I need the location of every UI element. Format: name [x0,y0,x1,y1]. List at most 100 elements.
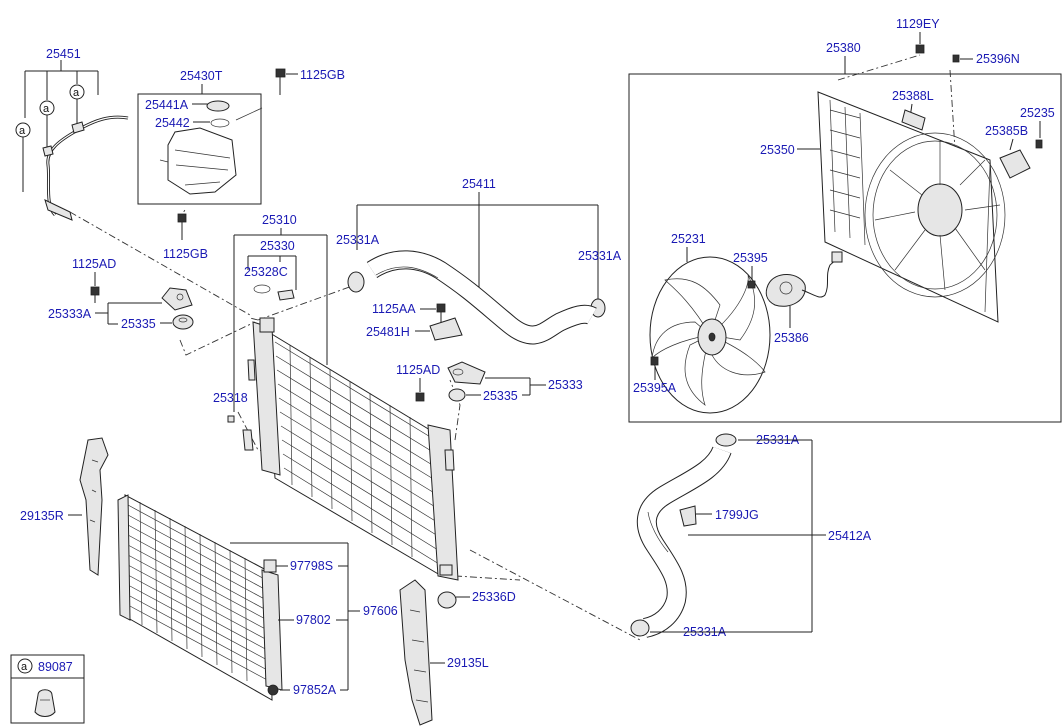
screw-icon[interactable] [650,356,659,366]
fan-motor[interactable] [765,274,806,307]
bolt-icon[interactable] [275,68,286,78]
label-25331A-upper-left[interactable]: 25331A [336,233,380,247]
mount-25336D-group: 25336D [437,590,516,609]
svg-text:a: a [73,87,80,99]
label-29135R[interactable]: 29135R [20,509,64,523]
label-25328C[interactable]: 25328C [244,265,288,279]
bracket-left[interactable] [161,287,193,311]
clamp-lower-bottom[interactable] [630,619,650,637]
svg-text:a: a [43,103,50,115]
radiator-filler-neck [259,317,275,333]
cap-seal[interactable] [253,284,271,294]
label-25331A-upper-right[interactable]: 25331A [578,249,622,263]
mount-insulator-lower[interactable] [437,591,457,609]
label-25333A[interactable]: 25333A [48,307,92,321]
label-25395[interactable]: 25395 [733,251,768,265]
label-25388L[interactable]: 25388L [892,89,934,103]
label-25310[interactable]: 25310 [262,213,297,227]
label-25386[interactable]: 25386 [774,331,809,345]
label-25441A[interactable]: 25441A [145,98,189,112]
bolt-icon[interactable] [915,44,925,54]
fan-shroud-box [628,73,1062,423]
label-25442[interactable]: 25442 [155,116,190,130]
legend-box: a 89087 [10,654,85,724]
label-25336D[interactable]: 25336D [472,590,516,604]
label-25318[interactable]: 25318 [213,391,248,405]
legend-marker-a [17,658,33,674]
lower-hose-group: 25331A 25412A 1799JG 25331A [630,433,872,639]
label-1125GB-bottom[interactable]: 1125GB [163,247,208,261]
hose-clip[interactable] [34,689,56,717]
svg-text:a: a [19,125,26,137]
drain-plug[interactable] [227,415,235,423]
label-97802[interactable]: 97802 [296,613,331,627]
hose-bracket-group: 1125AA 25481H [366,302,463,341]
label-89087[interactable]: 89087 [38,660,73,674]
clamp-lower-top[interactable] [715,433,737,447]
label-1799JG[interactable]: 1799JG [715,508,759,522]
radiator-group: 25310 25330 25328C 25318 [213,213,459,581]
hose-assy-group: 25451 a a a [15,47,129,221]
rad-cap[interactable] [277,289,295,301]
air-guard-left[interactable] [399,579,433,726]
label-25396N[interactable]: 25396N [976,52,1020,66]
reservoir-tank[interactable] [167,127,237,195]
right-bracket-group: 1125AD 25333 25335 [396,361,583,403]
insulator-right[interactable] [448,388,466,402]
label-1125AA[interactable]: 1125AA [372,302,416,316]
resistor[interactable] [901,109,926,131]
condenser-fins [127,501,272,683]
label-25412A[interactable]: 25412A [828,529,872,543]
nut-icon[interactable] [952,54,960,63]
condenser-plug[interactable] [267,684,279,696]
bracket-right[interactable] [447,361,486,385]
shroud-opening [864,132,1006,298]
label-25335-left[interactable]: 25335 [121,317,156,331]
label-25330[interactable]: 25330 [260,239,295,253]
hose-bracket[interactable] [429,317,463,341]
label-25411[interactable]: 25411 [462,177,496,191]
label-25333[interactable]: 25333 [548,378,583,392]
clamp-upper-left[interactable] [347,271,365,293]
reservoir-hose[interactable] [46,115,129,217]
label-1125GB-top[interactable]: 1125GB [300,68,345,82]
label-1125AD-right[interactable]: 1125AD [396,363,440,377]
label-25231[interactable]: 25231 [671,232,706,246]
label-25385B[interactable]: 25385B [985,124,1028,138]
label-1125AD-left[interactable]: 1125AD [72,257,116,271]
label-25395A[interactable]: 25395A [633,381,677,395]
air-guard-right[interactable] [79,437,109,576]
bolt-icon[interactable] [436,303,446,313]
cap-oring[interactable] [210,118,230,128]
bolt-icon[interactable] [415,392,425,402]
fan-shroud[interactable] [817,91,999,323]
condenser-core[interactable] [124,494,273,701]
label-25380[interactable]: 25380 [826,41,861,55]
label-25451[interactable]: 25451 [46,47,81,61]
label-29135L[interactable]: 29135L [447,656,489,670]
label-25335-right[interactable]: 25335 [483,389,518,403]
label-97852A[interactable]: 97852A [293,683,337,697]
bolt-icon[interactable] [90,286,100,296]
label-97798S[interactable]: 97798S [290,559,333,573]
reservoir-group: 25430T 25441A 25442 [137,69,263,205]
label-97606[interactable]: 97606 [363,604,398,618]
hose-bracket-lower[interactable] [679,505,697,527]
fan-shroud-group: 25380 1129EY 25396N 25388L 25350 25235 2… [628,17,1062,423]
air-guard-right-group: 29135R [20,437,109,576]
reservoir-box [137,93,262,205]
bolt-1125GB-bottom: 1125GB [163,213,208,261]
condenser-group: 97798S 97606 97802 97852A [117,494,398,701]
label-25235[interactable]: 25235 [1020,106,1055,120]
bolt-icon[interactable] [177,213,187,223]
bolt-1125GB-top: 1125GB [275,68,345,95]
label-1129EY[interactable]: 1129EY [896,17,940,31]
screw-icon[interactable] [747,280,756,289]
label-25481H[interactable]: 25481H [366,325,410,339]
air-guard-left-group: 29135L [399,579,489,726]
reservoir-cap[interactable] [206,100,230,112]
label-25430T[interactable]: 25430T [180,69,223,83]
label-25350[interactable]: 25350 [760,143,795,157]
connector-bracket[interactable] [999,149,1031,179]
